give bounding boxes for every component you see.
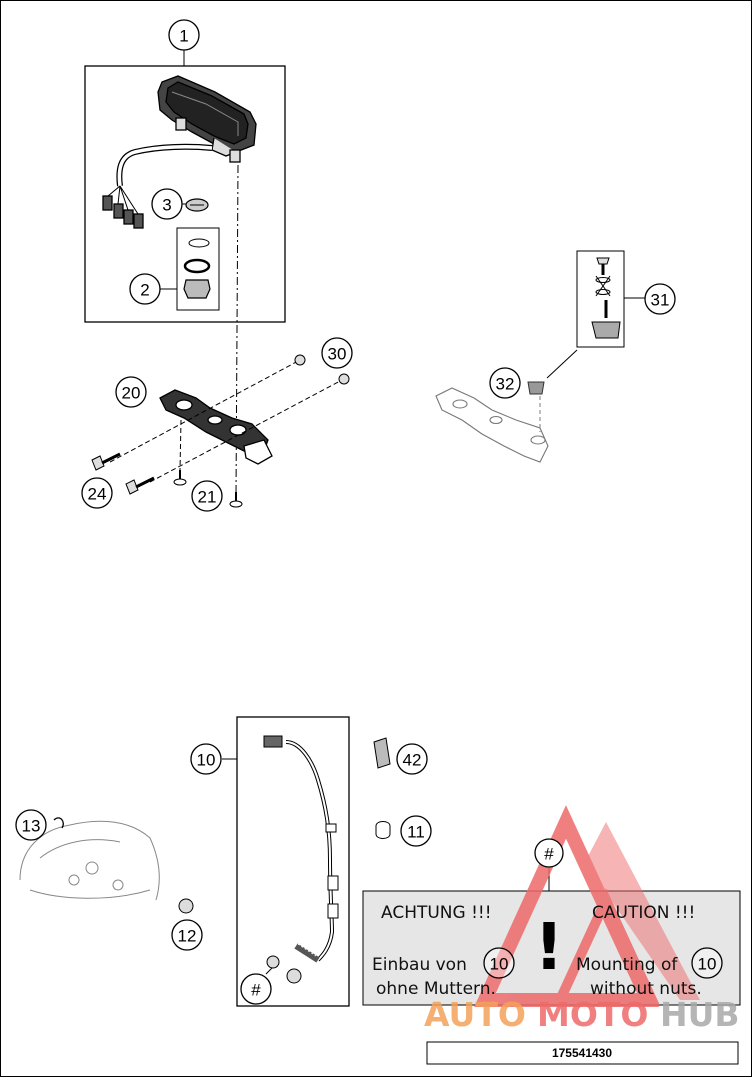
callout-20 (115, 376, 147, 408)
brake-disc-reference (19, 820, 160, 901)
watermark-text: AUTO MOTO HUB (424, 995, 740, 1034)
callout-11 (400, 815, 432, 847)
bolt-axes (109, 359, 343, 483)
callout-13-label: 13 (22, 817, 41, 836)
screw-right (229, 492, 243, 508)
cable-group-box (236, 716, 350, 1007)
seal-set (183, 238, 211, 299)
warning-line1-en: Mounting of (576, 955, 678, 975)
callout-31-label: 31 (651, 291, 670, 310)
bolt-upper (91, 452, 121, 471)
callout-13 (15, 809, 47, 841)
callout-3 (151, 188, 183, 220)
warning-line1-de: Einbau von (372, 955, 467, 975)
bolt-set-box (576, 250, 625, 348)
warning-title-en: CAUTION !!! (592, 903, 695, 923)
callout-11-label: 11 (407, 823, 425, 842)
sensor-cable-part-10 (263, 735, 339, 963)
spacer-lower (338, 373, 350, 385)
warning-ref-de (483, 947, 515, 979)
nuts (266, 955, 302, 984)
callout-21 (191, 480, 223, 512)
clip-part-42 (373, 737, 391, 769)
leader-lines (160, 50, 645, 895)
dashboard-instrument (102, 75, 257, 229)
callout-2 (129, 273, 161, 305)
callout-10-label: 10 (197, 751, 216, 770)
callout-12 (171, 919, 203, 951)
warning-ref-en (691, 947, 723, 979)
callout-10 (190, 743, 222, 775)
warning-line2-en: without nuts. (590, 979, 702, 999)
warning-ref-de-label: 10 (490, 955, 509, 974)
dashboard-group-box (84, 65, 286, 323)
callout-hash-main (534, 838, 564, 868)
callout-32-label: 32 (496, 375, 515, 394)
callout-12-label: 12 (178, 927, 197, 946)
watermark-logo (474, 805, 700, 1007)
warning-title-de: ACHTUNG !!! (381, 903, 492, 923)
clip-part-11 (375, 821, 391, 839)
callout-1 (168, 19, 200, 51)
warning-ref-en-label: 10 (698, 955, 717, 974)
callout-1-label: 1 (179, 27, 188, 46)
callout-hash-main-label: # (544, 845, 554, 864)
spacer-upper (294, 354, 306, 366)
watermark-part1: AUTO (424, 995, 526, 1034)
bushing-part-32 (527, 381, 545, 395)
bracket-part-20 (159, 389, 273, 465)
bracket-reference (435, 387, 549, 463)
callout-24 (81, 477, 113, 509)
warning-exclamation-icon: ! (534, 911, 563, 985)
callout-30-label: 30 (328, 345, 347, 364)
watermark-part2: MOTO (537, 995, 648, 1034)
callout-2-label: 2 (140, 281, 149, 300)
callout-42 (396, 743, 428, 775)
callout-hash-cable-label: # (251, 981, 261, 1000)
callout-21-label: 21 (198, 488, 217, 507)
warning-line2-de: ohne Muttern. (376, 979, 496, 999)
screw-left (173, 470, 187, 486)
doc-number-box (426, 1041, 739, 1065)
watermark-part3: HUB (660, 995, 740, 1034)
callout-3-label: 3 (162, 196, 171, 215)
callout-32 (489, 367, 521, 399)
ring-part-13 (53, 817, 64, 829)
bolt-set-part-31 (591, 257, 621, 339)
callout-24-label: 24 (88, 485, 107, 504)
callout-30 (321, 337, 353, 369)
callout-42-label: 42 (403, 751, 422, 770)
doc-number: 175541430 (552, 1046, 612, 1060)
callout-20-label: 20 (122, 384, 141, 403)
seal-set-box (176, 227, 220, 311)
grommet-part-12 (178, 898, 194, 914)
bolt-lower (125, 476, 155, 495)
callout-hash-cable (240, 973, 272, 1005)
callout-31 (644, 283, 676, 315)
